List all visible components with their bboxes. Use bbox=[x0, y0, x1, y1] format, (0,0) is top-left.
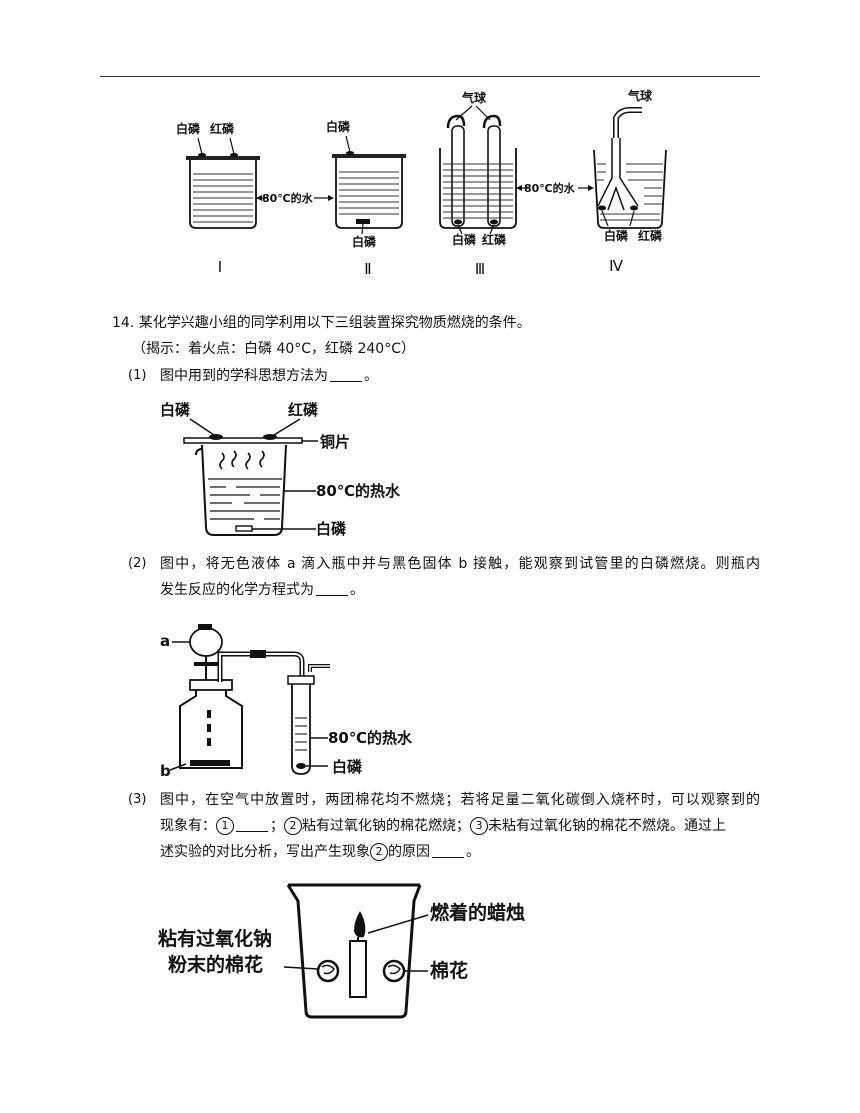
svg-text:白磷: 白磷 bbox=[160, 401, 191, 419]
svg-text:红磷: 红磷 bbox=[482, 232, 507, 247]
svg-text:a: a bbox=[160, 632, 170, 650]
svg-text:燃着的蜡烛: 燃着的蜡烛 bbox=[430, 901, 525, 924]
part-1-text: 图中用到的学科思想方法为。 bbox=[160, 367, 378, 384]
svg-text:白磷: 白磷 bbox=[326, 119, 351, 134]
part-1-number: (1) bbox=[128, 368, 147, 383]
svg-text:80℃的水: 80℃的水 bbox=[262, 191, 314, 205]
beaker-4: 气球 白磷 红磷 Ⅳ bbox=[593, 88, 667, 275]
svg-text:白磷: 白磷 bbox=[176, 121, 201, 136]
figure-2-flask-apparatus: a b 80℃的热水 白磷 bbox=[160, 624, 413, 780]
circled-number-2: 2 bbox=[370, 843, 388, 861]
svg-text:粉末的棉花: 粉末的棉花 bbox=[168, 953, 263, 976]
circled-number-2: 2 bbox=[284, 817, 302, 835]
svg-text:红磷: 红磷 bbox=[288, 401, 319, 419]
svg-text:Ⅲ: Ⅲ bbox=[475, 260, 485, 278]
svg-text:白磷: 白磷 bbox=[452, 232, 477, 247]
svg-text:棉花: 棉花 bbox=[430, 959, 468, 982]
part-2-number: (2) bbox=[128, 556, 147, 571]
svg-text:80℃的水: 80℃的水 bbox=[524, 181, 576, 195]
answer-blank[interactable] bbox=[316, 581, 348, 596]
svg-text:Ⅳ: Ⅳ bbox=[609, 257, 623, 275]
svg-text:白磷: 白磷 bbox=[604, 228, 629, 243]
question-stem: 14. 某化学兴趣小组的同学利用以下三组装置探究物质燃烧的条件。 bbox=[112, 315, 531, 331]
answer-blank[interactable] bbox=[432, 843, 464, 858]
part-2-line-1: 图中，将无色液体 a 滴入瓶中并与黑色固体 b 接触，能观察到试管里的白磷燃烧。… bbox=[160, 556, 760, 572]
beaker-2: 白磷 白磷 Ⅱ bbox=[326, 119, 406, 278]
figure-3-candle-beaker: 粘有过氧化钠 粉末的棉花 燃着的蜡烛 棉花 bbox=[158, 883, 525, 1019]
answer-blank[interactable] bbox=[330, 367, 362, 382]
svg-text:红磷: 红磷 bbox=[210, 121, 235, 136]
svg-text:80℃的热水: 80℃的热水 bbox=[328, 729, 413, 747]
svg-text:Ⅱ: Ⅱ bbox=[364, 260, 371, 278]
circled-number-3: 3 bbox=[470, 817, 488, 835]
svg-text:粘有过氧化钠: 粘有过氧化钠 bbox=[158, 927, 272, 950]
top-figure: 白磷 红磷 Ⅰ 80℃的水 白磷 bbox=[176, 88, 667, 278]
svg-text:Ⅰ: Ⅰ bbox=[218, 258, 222, 276]
svg-text:红磷: 红磷 bbox=[638, 228, 663, 243]
part-2-line-2: 发生反应的化学方程式为。 bbox=[160, 581, 364, 598]
part-3-number: (3) bbox=[128, 792, 147, 807]
circled-number-1: 1 bbox=[216, 817, 234, 835]
svg-text:气球: 气球 bbox=[461, 90, 487, 105]
beaker-1: 白磷 红磷 Ⅰ bbox=[176, 121, 260, 276]
question-hint: （揭示：着火点：白磷 40°C，红磷 240°C） bbox=[132, 341, 415, 357]
svg-text:80℃的热水: 80℃的热水 bbox=[316, 482, 401, 500]
figure-1-copper-plate: 白磷 红磷 铜片 80℃的热水 白磷 bbox=[160, 401, 401, 538]
answer-blank[interactable] bbox=[236, 817, 268, 832]
svg-text:白磷: 白磷 bbox=[316, 520, 347, 538]
beaker-3: 气球 白磷 红磷 Ⅲ bbox=[439, 90, 517, 278]
svg-text:b: b bbox=[160, 762, 171, 780]
header-rule bbox=[100, 76, 760, 77]
part-3-line-1: 图中，在空气中放置时，两团棉花均不燃烧；若将足量二氧化碳倒入烧杯时，可以观察到的 bbox=[160, 792, 760, 808]
svg-text:白磷: 白磷 bbox=[352, 234, 377, 249]
svg-text:铜片: 铜片 bbox=[320, 433, 350, 451]
svg-text:气球: 气球 bbox=[627, 88, 653, 103]
svg-text:白磷: 白磷 bbox=[332, 758, 363, 776]
